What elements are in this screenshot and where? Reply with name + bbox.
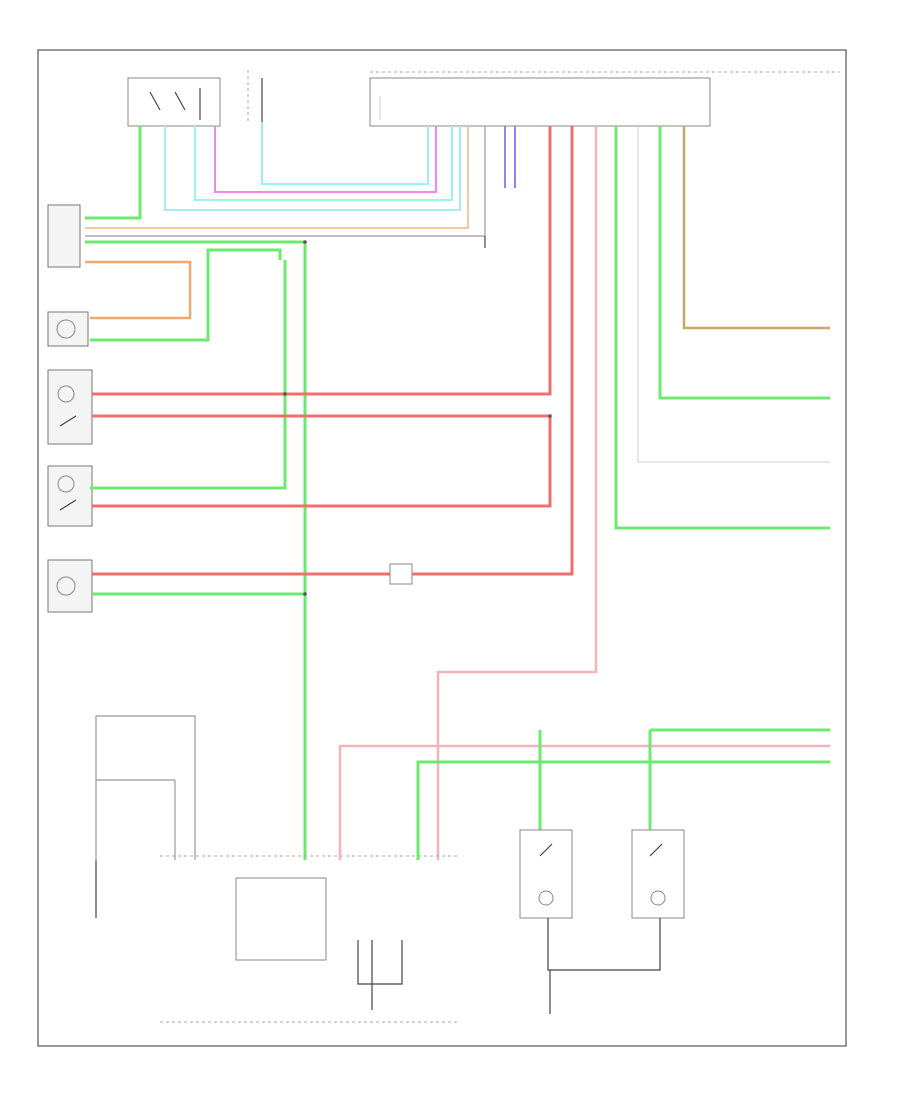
switch-component-3 [47, 465, 93, 527]
switch-component-2 [47, 369, 93, 445]
wire-red-horizontal-2 [92, 414, 552, 508]
wire-gray-left-box [95, 715, 196, 860]
relay-box [389, 563, 413, 585]
wire-gray-right [637, 126, 830, 463]
wire-magenta-switch [214, 126, 437, 193]
splice-markers [283, 240, 552, 596]
switch-a-component [519, 829, 573, 919]
switch-b-component [631, 829, 685, 919]
diagram-frame [37, 49, 847, 1047]
wire-pink-long [436, 126, 598, 860]
top-left-switch-component [127, 77, 221, 127]
wire-orange-left [85, 260, 192, 320]
wire-red-long-1 [92, 126, 552, 396]
wire-green-sensor1 [90, 248, 282, 342]
control-unit-component [369, 71, 840, 127]
sensor-component-4 [47, 559, 93, 613]
module-body [235, 877, 327, 961]
wire-red-relay [92, 126, 574, 576]
wire-peach-left [85, 126, 469, 229]
wire-tan-right [682, 126, 830, 330]
wire-green-switch-down [85, 126, 142, 220]
wire-gray-ground [85, 126, 486, 237]
sensor-component-1 [47, 311, 89, 347]
wire-ground-ab [547, 918, 661, 971]
wire-green-module [416, 760, 830, 860]
wire-green-right-1 [658, 126, 830, 400]
wire-cyan-switch [164, 126, 461, 211]
wire-green-vertical-2 [90, 260, 287, 490]
left-connector-block [47, 204, 81, 268]
wire-cyan-fuse [261, 122, 429, 185]
wire-green-right-2 [614, 126, 830, 530]
fuse-label-block [247, 70, 263, 122]
wire-cyan-switch-2 [194, 126, 453, 201]
wire-pink-module [338, 744, 830, 860]
relay-symbol-bottom [357, 940, 403, 1010]
